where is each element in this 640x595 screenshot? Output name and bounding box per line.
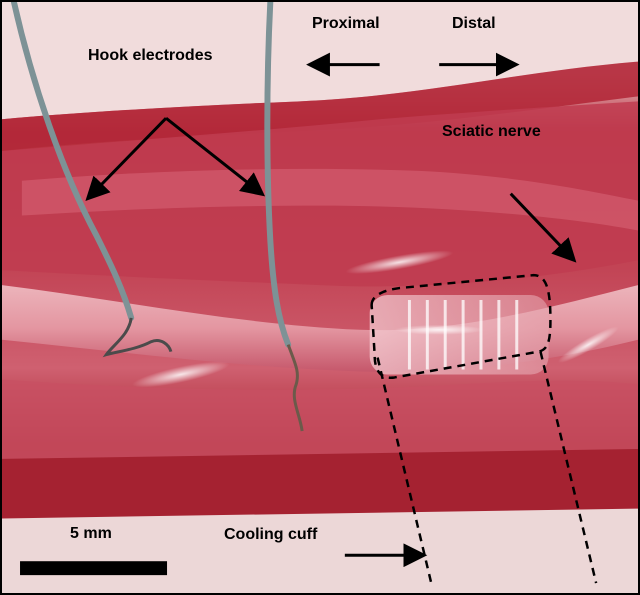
shine-4	[394, 324, 484, 335]
label-scale-bar: 5 mm	[70, 525, 112, 542]
label-cooling-cuff: Cooling cuff	[224, 526, 318, 543]
wound-edge-lower	[2, 448, 638, 524]
label-distal: Distal	[452, 15, 496, 32]
label-hook-electrodes: Hook electrodes	[88, 47, 213, 64]
hook-electrode-left-wire	[10, 2, 135, 321]
hook-electrode-right-wire	[264, 2, 292, 348]
hook-electrode-left-tip	[102, 317, 173, 358]
lower-tissue	[2, 379, 638, 470]
label-sciatic-nerve: Sciatic nerve	[442, 123, 541, 140]
skin-lower	[2, 508, 638, 593]
label-proximal: Proximal	[312, 15, 380, 32]
shine-2	[345, 250, 454, 274]
hook-electrode-right-tip	[286, 344, 304, 432]
cooling-cuff-body	[369, 295, 549, 375]
shine-1	[132, 361, 230, 388]
